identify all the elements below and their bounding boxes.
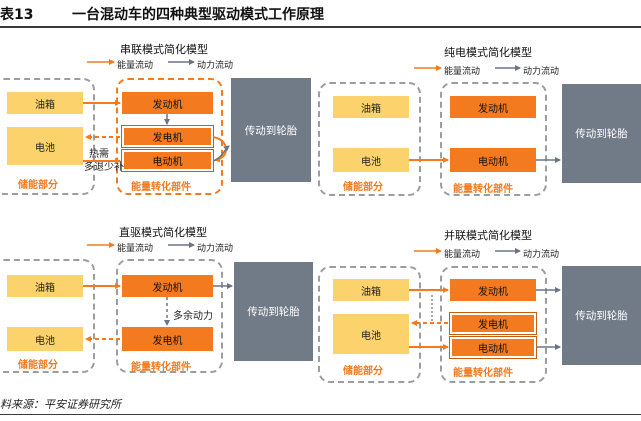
arrow-motor-to-transmission — [212, 145, 230, 162]
note-supplement: 多退少补 — [84, 162, 124, 173]
generator-box: 发电机 — [122, 327, 213, 351]
battery-box: 电池 — [333, 314, 409, 354]
generator-box: 发电机 — [121, 125, 214, 148]
oil-tank-box: 油箱 — [333, 96, 409, 118]
conversion-group — [116, 259, 223, 373]
transmission-box: 传动到轮胎 — [562, 84, 641, 183]
storage-group — [318, 266, 421, 383]
legend-energy-label: 能量流动 — [117, 61, 154, 71]
conversion-label: 能量转化部件 — [453, 368, 513, 379]
legend-power-label: 动力流动 — [197, 61, 234, 71]
transmission-box: 传动到轮胎 — [234, 262, 313, 361]
oil-tank-box: 油箱 — [7, 92, 83, 114]
figure-header: 表13 一台混动车的四种典型驱动模式工作原理 — [0, 0, 641, 28]
engine-box: 发动机 — [450, 96, 536, 118]
oil-tank-box: 油箱 — [7, 275, 83, 297]
footer-divider — [0, 414, 641, 415]
engine-box: 发动机 — [450, 279, 536, 301]
generator-box: 发电机 — [449, 312, 537, 335]
motor-box: 电动机 — [449, 336, 537, 359]
storage-label: 储能部分 — [18, 180, 58, 191]
legend-energy-label: 能量流动 — [117, 244, 154, 254]
legend-power-label: 动力流动 — [523, 250, 560, 260]
storage-label: 储能部分 — [343, 182, 383, 193]
panel-title: 并联模式简化模型 — [444, 229, 532, 242]
transmission-box: 传动到轮胎 — [231, 78, 311, 182]
note-excess-power: 多余动力 — [173, 311, 213, 322]
conversion-group — [440, 82, 547, 196]
legend-power-label: 动力流动 — [197, 244, 234, 254]
source-note: 料来源：平安证券研究所 — [0, 398, 121, 411]
engine-box: 发动机 — [122, 275, 213, 297]
conversion-group — [440, 266, 547, 383]
battery-box: 电池 — [7, 127, 83, 165]
figure-label: 表13 — [0, 7, 34, 23]
legend-energy-label: 能量流动 — [444, 67, 481, 77]
panel-title: 纯电模式简化模型 — [444, 46, 532, 59]
storage-label: 储能部分 — [343, 366, 383, 377]
storage-group — [0, 259, 95, 373]
panel-title: 直驱模式简化模型 — [119, 226, 207, 239]
battery-box: 电池 — [333, 148, 409, 172]
storage-group — [318, 82, 421, 196]
note-heat-demand: 热需 — [89, 149, 109, 160]
conversion-label: 能量转化部件 — [453, 184, 513, 195]
transmission-box: 传动到轮胎 — [562, 266, 641, 365]
oil-tank-box: 油箱 — [333, 279, 409, 301]
legend-energy-label: 能量流动 — [444, 250, 481, 260]
panel-title: 串联模式简化模型 — [120, 43, 208, 56]
motor-box: 电动机 — [450, 148, 536, 172]
storage-group — [0, 78, 95, 195]
conversion-label: 能量转化部件 — [131, 182, 191, 193]
figure-title: 一台混动车的四种典型驱动模式工作原理 — [72, 7, 324, 23]
battery-box: 电池 — [7, 327, 83, 351]
conversion-label: 能量转化部件 — [131, 362, 191, 373]
engine-box: 发动机 — [122, 92, 213, 114]
motor-box: 电动机 — [121, 149, 214, 172]
legend-power-label: 动力流动 — [523, 67, 560, 77]
storage-label: 储能部分 — [18, 360, 58, 371]
